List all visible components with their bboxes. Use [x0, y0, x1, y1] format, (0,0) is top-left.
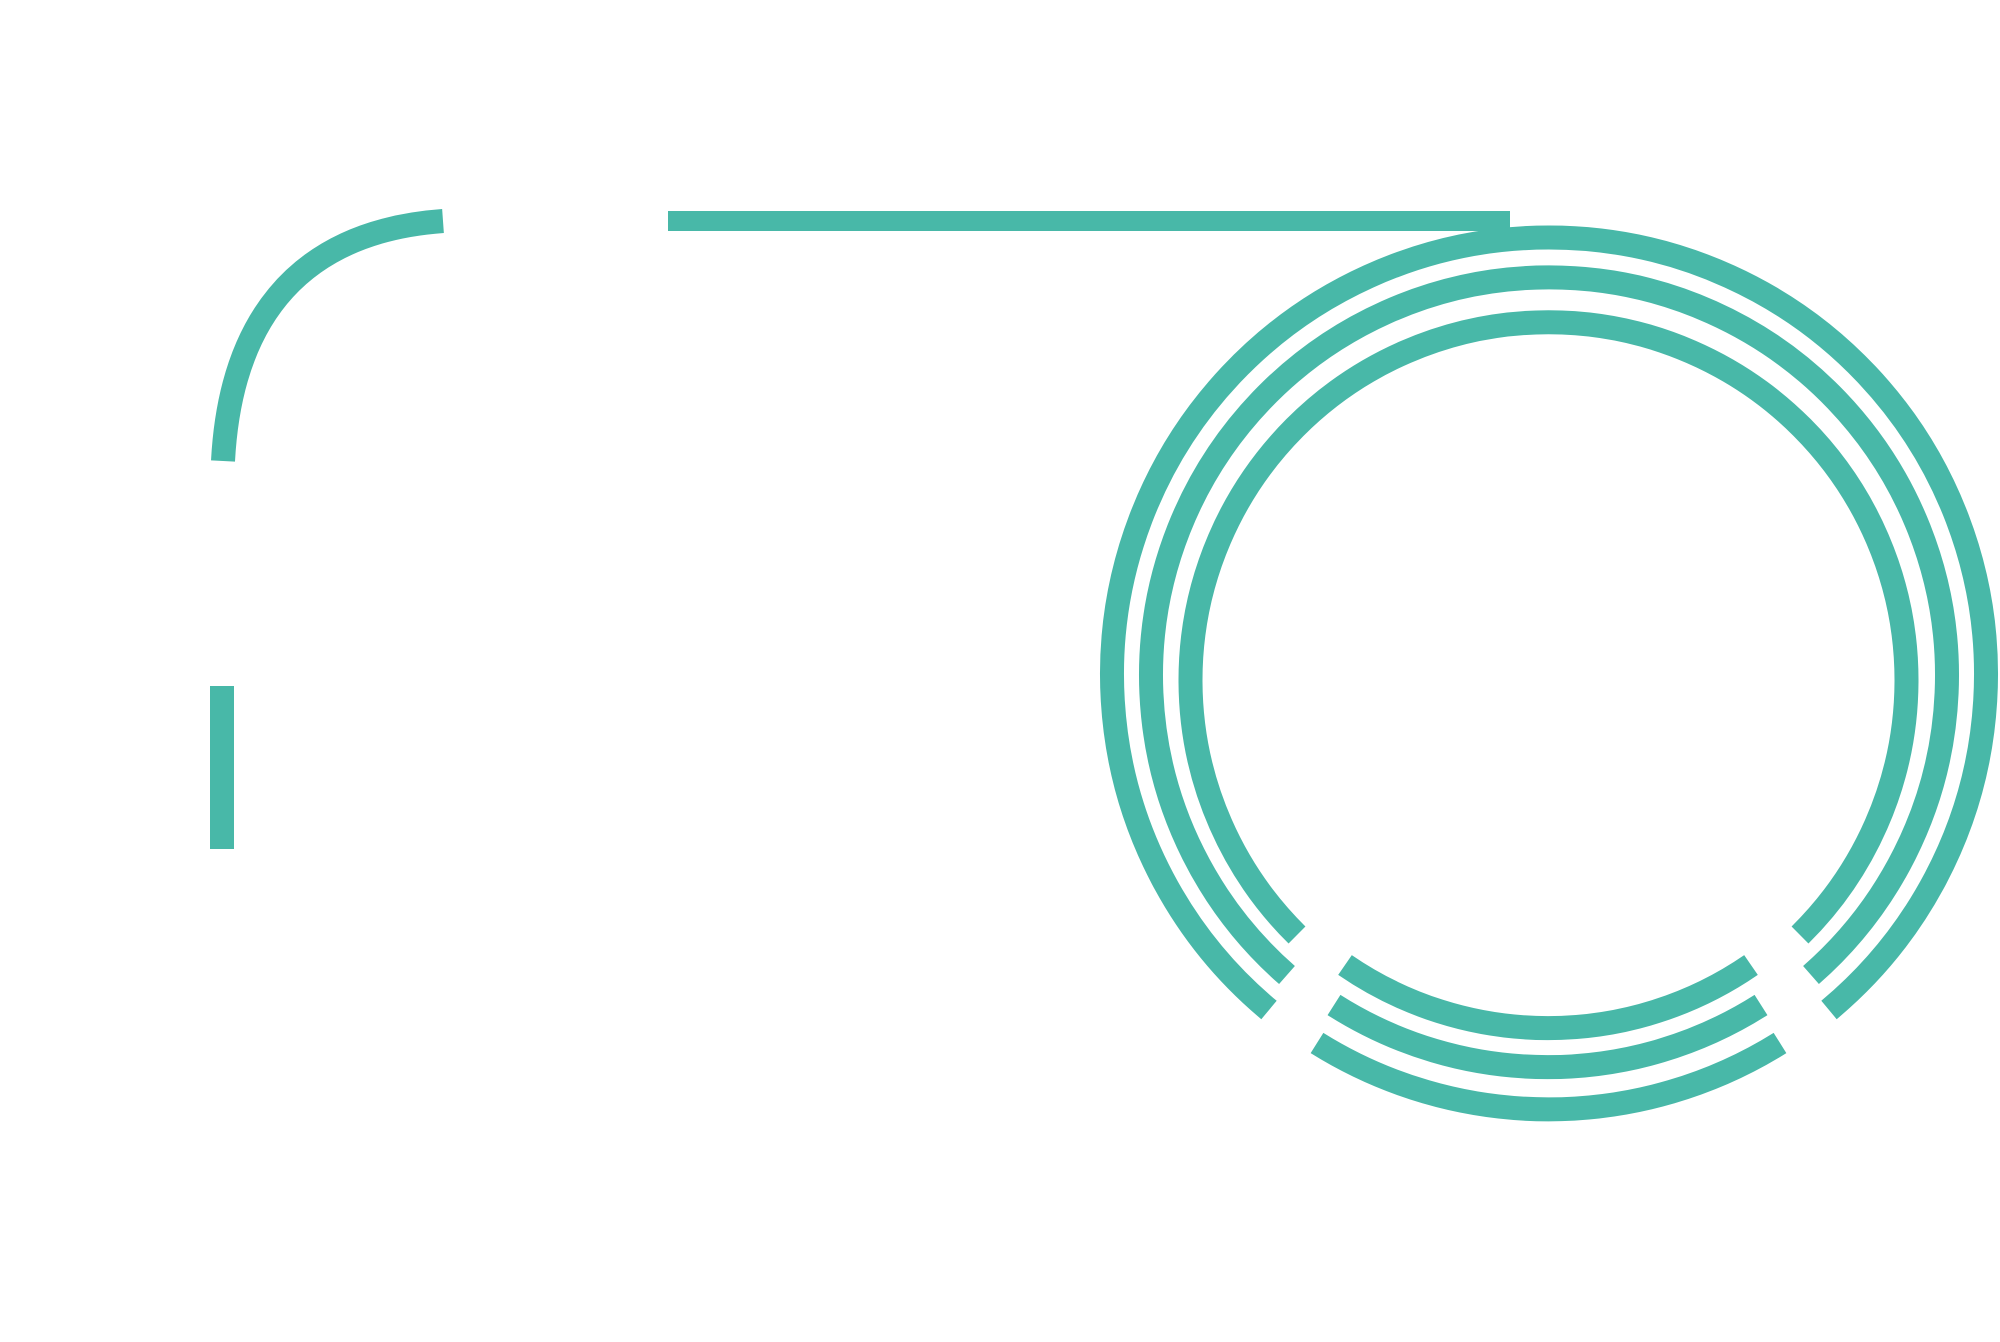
- inner-ring-left: [1178, 310, 1919, 944]
- middle-ring-bottom: [1327, 994, 1768, 1080]
- letter-f-outline: [210, 209, 444, 849]
- inner-ring-bottom: [1338, 955, 1758, 1041]
- outer-ring-bottom: [1310, 1032, 1787, 1122]
- concentric-rings: [1100, 225, 1998, 1122]
- middle-ring-left: [1139, 265, 1959, 985]
- outer-ring-left: [1100, 225, 1998, 1020]
- f-top-arc: [211, 209, 444, 462]
